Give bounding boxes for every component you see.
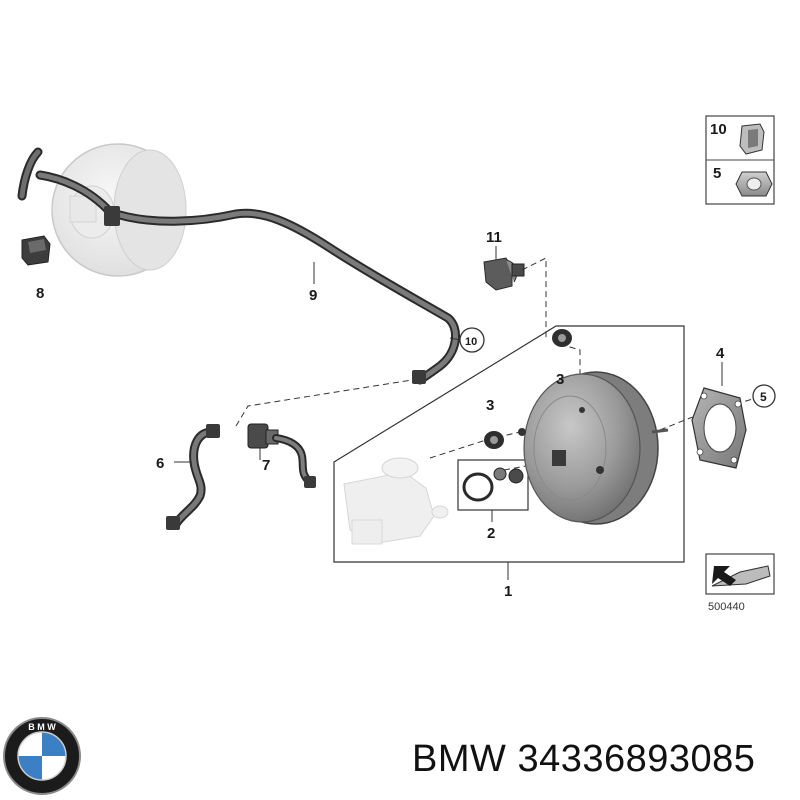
callout-1: 1 <box>504 583 512 600</box>
part-number: 34336893085 <box>517 738 756 780</box>
legend-label-10: 10 <box>710 121 727 138</box>
dashed-leader-sensor <box>521 257 547 338</box>
seal-part-3-upper <box>552 329 572 347</box>
bmw-logo-icon: B M W <box>3 717 81 795</box>
parts-legend-box <box>705 115 775 205</box>
callout-3-lower: 3 <box>486 397 494 414</box>
callout-6: 6 <box>156 455 164 472</box>
hose-part-6 <box>166 424 220 530</box>
dashed-leader-hoses <box>235 379 413 427</box>
callout-7: 7 <box>262 457 270 474</box>
vacuum-hose-part-9 <box>17 147 460 385</box>
reference-arrow-icon <box>705 553 775 595</box>
legend-label-5: 5 <box>713 165 721 182</box>
svg-text:B M W: B M W <box>28 722 56 732</box>
callout-11: 11 <box>486 229 502 246</box>
callout-9: 9 <box>309 287 317 304</box>
ghost-master-cylinder <box>343 457 449 545</box>
callout-5: 5 <box>760 390 767 404</box>
brand-part-number-line: BMW 34336893085 <box>412 738 755 781</box>
seal-part-3-lower <box>484 431 504 449</box>
hose-part-7 <box>247 423 316 488</box>
o-ring-kit-part-2 <box>457 459 529 522</box>
sensor-part-11 <box>483 246 525 291</box>
reference-number: 500440 <box>708 601 745 613</box>
callout-2: 2 <box>487 525 495 542</box>
callout-circle-5 <box>752 384 776 408</box>
assembly-outline-part-1 <box>333 325 685 563</box>
brake-booster <box>518 371 669 525</box>
callout-3-upper: 3 <box>556 371 564 388</box>
grommet-part-8 <box>21 235 51 266</box>
callout-10: 10 <box>465 336 477 348</box>
gasket-part-4 <box>691 362 747 469</box>
callout-4: 4 <box>716 345 725 362</box>
callout-circle-10 <box>449 327 485 353</box>
callout-8: 8 <box>36 285 44 302</box>
brand-name: BMW <box>412 738 507 780</box>
